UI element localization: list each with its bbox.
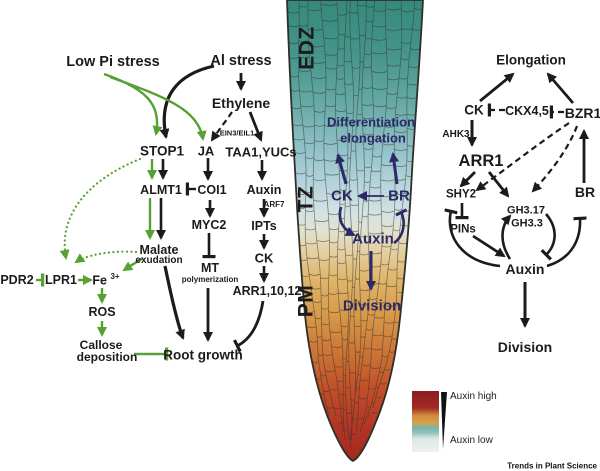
arrow-ck-to-elongation [479,72,515,103]
label-zone-tz: TZ [294,185,318,213]
arrow-malate-to-fe [122,256,144,272]
label-lpr1: LPR1 [45,272,77,287]
arrow-bzr1-to-elongation [546,72,575,104]
right-panel-arrows [444,72,589,328]
label-gh317: GH3.17 [507,204,545,217]
label-stop1: STOP1 [139,143,185,159]
label-differentiation: Differentiation [326,114,416,130]
arrow-arr1-to-gh3 [487,171,510,198]
legend-gradient-wedge [441,392,447,449]
label-ein3-eil1: EIN3/EIL1 [219,128,255,138]
left-panel-arrows [36,64,269,361]
tbar-auxin-to-br [546,216,587,268]
label-ck-right: CK [464,102,484,118]
label-bzr1: BZR1 [564,105,600,121]
tbar-gh3-to-auxin [540,213,556,261]
label-ethylene: Ethylene [211,95,271,111]
label-zone-edz: EDZ [295,26,319,70]
arrow-arr1-to-shy2 [459,171,476,188]
label-ckx45: CKX4,5 [505,103,549,118]
tbar-auxin-to-shy2 [444,208,501,268]
label-zone-pm: PM [294,284,318,318]
label-malate: Malate [139,242,179,257]
label-ipts: IPTs [251,218,277,233]
label-ahk3: AHK3 [442,129,470,140]
label-ck-root: CK [331,187,353,205]
root-zone-arrows [335,152,408,291]
label-low-pi-stress: Low Pi stress [66,53,160,70]
root-cell-texture [287,0,423,449]
arrow-lowpi-to-stop1 [103,72,163,136]
arrow-br-to-elongation-root [389,152,400,185]
label-arr1-10-12: ARR1,10,12 [232,283,302,298]
label-auxin-low: Auxin low [450,435,493,446]
arrow-ethylene-to-ja-dashed [210,111,233,142]
label-fe: Fe [92,273,107,288]
label-mt: MT [200,260,220,275]
label-auxin-left: Auxin [246,182,282,197]
arrow-auxin-to-gh3 [500,214,512,260]
label-br-root: BR [388,187,410,205]
arrow-lowpi-to-ja [109,75,207,141]
label-al-stress: Al stress [210,52,272,69]
label-division-root: Division [342,297,402,315]
arrow-pins-to-auxin [472,234,506,258]
arrow-malate-to-rootgrowth [163,265,185,340]
label-gh33: GH3.3 [511,217,543,230]
label-taa1-yucs: TAA1,YUCs [225,144,297,160]
label-arr1-right: ARR1 [458,151,504,170]
label-ck-left: CK [254,250,274,266]
label-coi1: COI1 [197,182,227,197]
label-myc2: MYC2 [191,217,227,232]
label-pins: PINs [450,223,476,236]
root-illustration [286,0,424,462]
label-callose: Callose [79,338,123,352]
label-auxin-right: Auxin [505,261,545,277]
tbar-arr1-to-rootgrowth [233,300,265,353]
label-shy2: SHY2 [445,188,477,201]
journal-credit: Trends in Plant Science [507,461,597,471]
arrow-ck-to-elongation-root [335,153,348,185]
label-almt1: ALMT1 [140,182,182,197]
label-root-growth: Root growth [163,347,243,363]
arrow-alstress-to-stop1 [159,64,215,139]
label-elongation-right: Elongation [496,52,566,68]
label-arf7: ARF7 [263,200,285,209]
label-fe3: Fe 3+ [92,273,119,287]
label-ja: JA [197,143,215,159]
label-br-right: BR [574,184,596,200]
arrow-ethylene-to-taa1 [248,111,263,142]
arrow-ck-to-auxin-root [338,206,356,237]
arrow-stop1-to-lpr1-dotted [59,157,142,260]
label-deposition: deposition [76,350,138,364]
label-division-right: Division [497,339,553,355]
label-fe-sup: 3+ [110,272,120,282]
arrow-malate-to-lpr1-dotted [74,250,138,264]
tbar-auxin-to-br-root [393,208,408,245]
label-elongation-root: elongation [340,130,406,146]
label-polymerization: polymerization [181,275,239,284]
label-ros: ROS [88,304,116,319]
arrow-bzr1-to-gh3-dashed [531,125,579,193]
label-exudation: exudation [135,255,183,266]
label-auxin-root: Auxin [352,230,394,248]
auxin-gradient-colorbar [412,391,439,452]
label-pdr2: PDR2 [0,272,34,287]
label-auxin-high: Auxin high [450,391,497,402]
arrow-bzr1-to-shy2-dashed [475,122,570,192]
